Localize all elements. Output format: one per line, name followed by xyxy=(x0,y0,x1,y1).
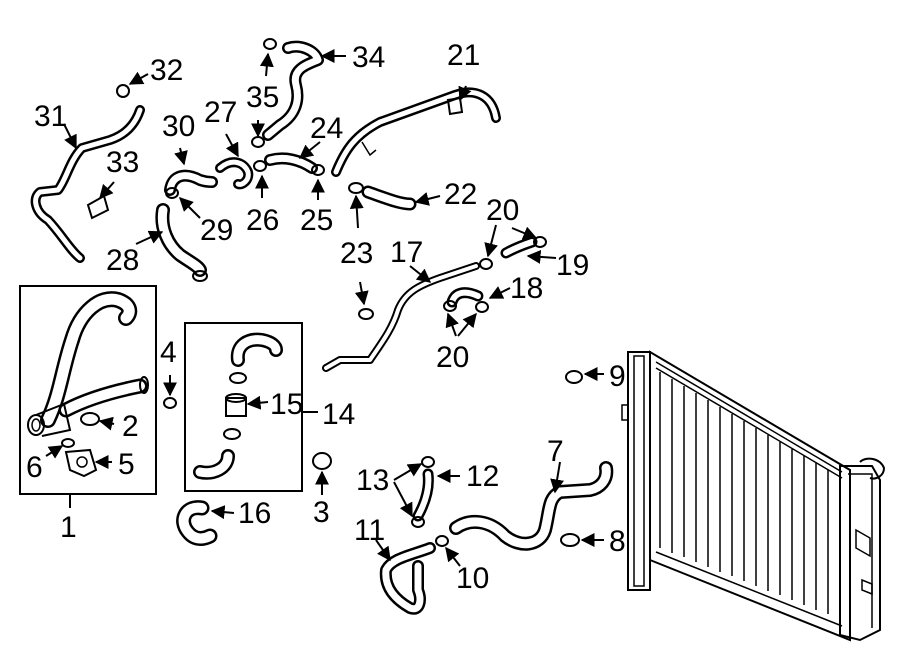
callout-32: 32 xyxy=(150,54,183,87)
hose-22[interactable] xyxy=(368,192,410,204)
o-ring-2[interactable] xyxy=(81,413,99,425)
clamp-20-top-b[interactable] xyxy=(534,237,546,247)
callout-33: 33 xyxy=(106,146,139,179)
leader-lines xyxy=(45,49,604,567)
hose-24[interactable] xyxy=(270,158,312,168)
clamp-26[interactable] xyxy=(254,161,266,171)
callout-23: 23 xyxy=(340,237,373,270)
thermostat-housing-5[interactable] xyxy=(66,450,96,476)
callout-28: 28 xyxy=(106,244,139,277)
clamp-28-end[interactable] xyxy=(193,271,207,281)
callout-12: 12 xyxy=(466,460,499,493)
hose-12[interactable] xyxy=(418,474,428,516)
assembly-box-1 xyxy=(19,285,157,495)
callout-27: 27 xyxy=(204,96,237,129)
callout-11: 11 xyxy=(354,514,385,547)
clamp-35[interactable] xyxy=(264,39,276,49)
callout-5: 5 xyxy=(118,448,135,481)
clamp-13-bottom[interactable] xyxy=(412,517,424,527)
callout-3: 3 xyxy=(313,496,330,529)
hose-18[interactable] xyxy=(452,293,478,302)
radiator[interactable] xyxy=(622,352,884,640)
clamp-20-bottom-a[interactable] xyxy=(444,301,456,311)
clamp-3[interactable] xyxy=(313,453,331,469)
callout-2: 2 xyxy=(122,410,139,443)
clamp-13-top[interactable] xyxy=(422,457,434,467)
lower-radiator-hose-7[interactable] xyxy=(456,468,606,544)
callout-35: 35 xyxy=(246,81,279,114)
callout-20-bottom: 20 xyxy=(436,341,469,374)
clamp-10[interactable] xyxy=(436,536,448,546)
upper-radiator-hose-assembly[interactable] xyxy=(28,299,148,436)
clamp-20-top-a[interactable] xyxy=(480,259,492,269)
callout-1: 1 xyxy=(60,511,77,544)
clamp-23[interactable] xyxy=(349,183,363,193)
heater-hose-lower[interactable] xyxy=(200,456,228,473)
clamp-23-lower[interactable] xyxy=(359,309,373,319)
hose-27[interactable] xyxy=(220,162,248,184)
callout-26: 26 xyxy=(246,204,279,237)
hose-30[interactable] xyxy=(170,176,212,190)
callout-13: 13 xyxy=(356,464,389,497)
coolant-pipe-21[interactable] xyxy=(336,92,496,172)
callout-20-top: 20 xyxy=(486,194,519,227)
clamp-29[interactable] xyxy=(166,188,178,198)
callout-7: 7 xyxy=(547,435,564,468)
seal-6[interactable] xyxy=(62,439,74,447)
clamp-35-lower[interactable] xyxy=(252,137,264,147)
hose-28[interactable] xyxy=(162,210,200,270)
coolant-pipe-31[interactable] xyxy=(36,110,140,258)
callout-9: 9 xyxy=(609,360,626,393)
callout-14: 14 xyxy=(322,398,355,431)
callout-30: 30 xyxy=(162,110,195,143)
hose-19[interactable] xyxy=(506,242,532,253)
callout-34: 34 xyxy=(352,41,385,74)
callout-6: 6 xyxy=(26,451,43,484)
coolant-pipe-17[interactable] xyxy=(326,266,476,368)
assembly-box-14 xyxy=(184,322,303,492)
callout-22: 22 xyxy=(444,178,477,211)
clamp-20-bottom-b[interactable] xyxy=(476,302,488,312)
clamp-box14-a[interactable] xyxy=(230,373,246,383)
callout-16: 16 xyxy=(238,497,271,530)
callout-8: 8 xyxy=(609,525,626,558)
callout-15: 15 xyxy=(270,388,303,421)
hose-16[interactable] xyxy=(184,508,210,539)
callout-4: 4 xyxy=(160,336,177,369)
pipe-34[interactable] xyxy=(268,47,318,135)
callout-10: 10 xyxy=(456,562,489,595)
valve-15[interactable] xyxy=(226,394,246,416)
callout-24: 24 xyxy=(310,112,343,145)
bracket-33[interactable] xyxy=(88,196,108,218)
clamp-4[interactable] xyxy=(164,398,176,408)
clamp-box14-b[interactable] xyxy=(224,429,240,439)
hose-11[interactable] xyxy=(386,548,430,609)
callout-21: 21 xyxy=(447,39,480,72)
clamp-8[interactable] xyxy=(561,534,579,546)
heater-hose-upper[interactable] xyxy=(238,340,276,360)
callout-labels: 1 2 3 4 5 6 7 8 9 10 11 12 13 14 15 16 1… xyxy=(26,39,626,595)
callout-29: 29 xyxy=(200,214,233,247)
clamp-25[interactable] xyxy=(312,165,324,175)
callout-17: 17 xyxy=(390,236,423,269)
clamp-32[interactable] xyxy=(117,85,129,97)
clamp-9[interactable] xyxy=(566,371,582,383)
callout-31: 31 xyxy=(34,100,67,133)
callout-25: 25 xyxy=(300,204,333,237)
callout-18: 18 xyxy=(510,272,543,305)
callout-19: 19 xyxy=(556,249,589,282)
